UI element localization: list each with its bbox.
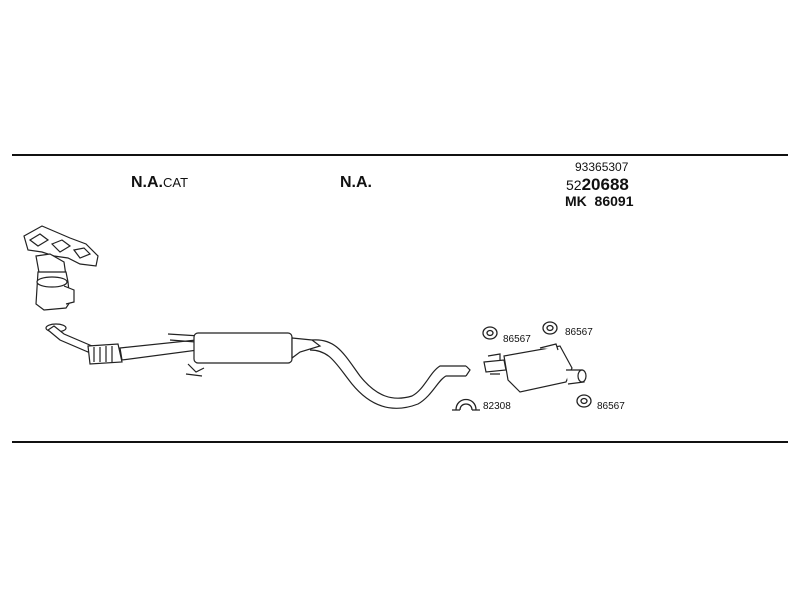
part-number-main: 5220688 — [566, 175, 629, 195]
kit-number: MK 86091 — [565, 193, 634, 209]
manifold-catalyst-part — [23, 225, 99, 333]
top-divider-line — [12, 154, 788, 156]
part-number-main-prefix: 52 — [566, 177, 582, 193]
part-number-main-suffix: 20688 — [581, 175, 629, 194]
section1-suffix: CAT — [163, 175, 189, 190]
section1-label: N.A.CAT — [131, 174, 188, 192]
rear-silencer-part — [483, 343, 587, 393]
bottom-divider-line — [12, 441, 788, 443]
front-pipe-part — [46, 325, 199, 365]
section1-prefix: N.A. — [131, 174, 163, 191]
hanger-c-icon — [576, 394, 592, 408]
hanger-c-label: 86567 — [597, 401, 625, 412]
section2-label: N.A. — [340, 174, 372, 191]
part-number-top: 93365307 — [575, 160, 629, 174]
hanger-a-icon — [482, 326, 498, 340]
hanger-b-label: 86567 — [565, 327, 593, 338]
clamp-label: 82308 — [483, 401, 511, 412]
hanger-b-icon — [542, 321, 558, 335]
clamp-icon — [452, 398, 480, 411]
hanger-a-label: 86567 — [503, 334, 531, 345]
intermediate-pipe-part — [309, 339, 471, 409]
center-silencer-part — [167, 332, 322, 377]
